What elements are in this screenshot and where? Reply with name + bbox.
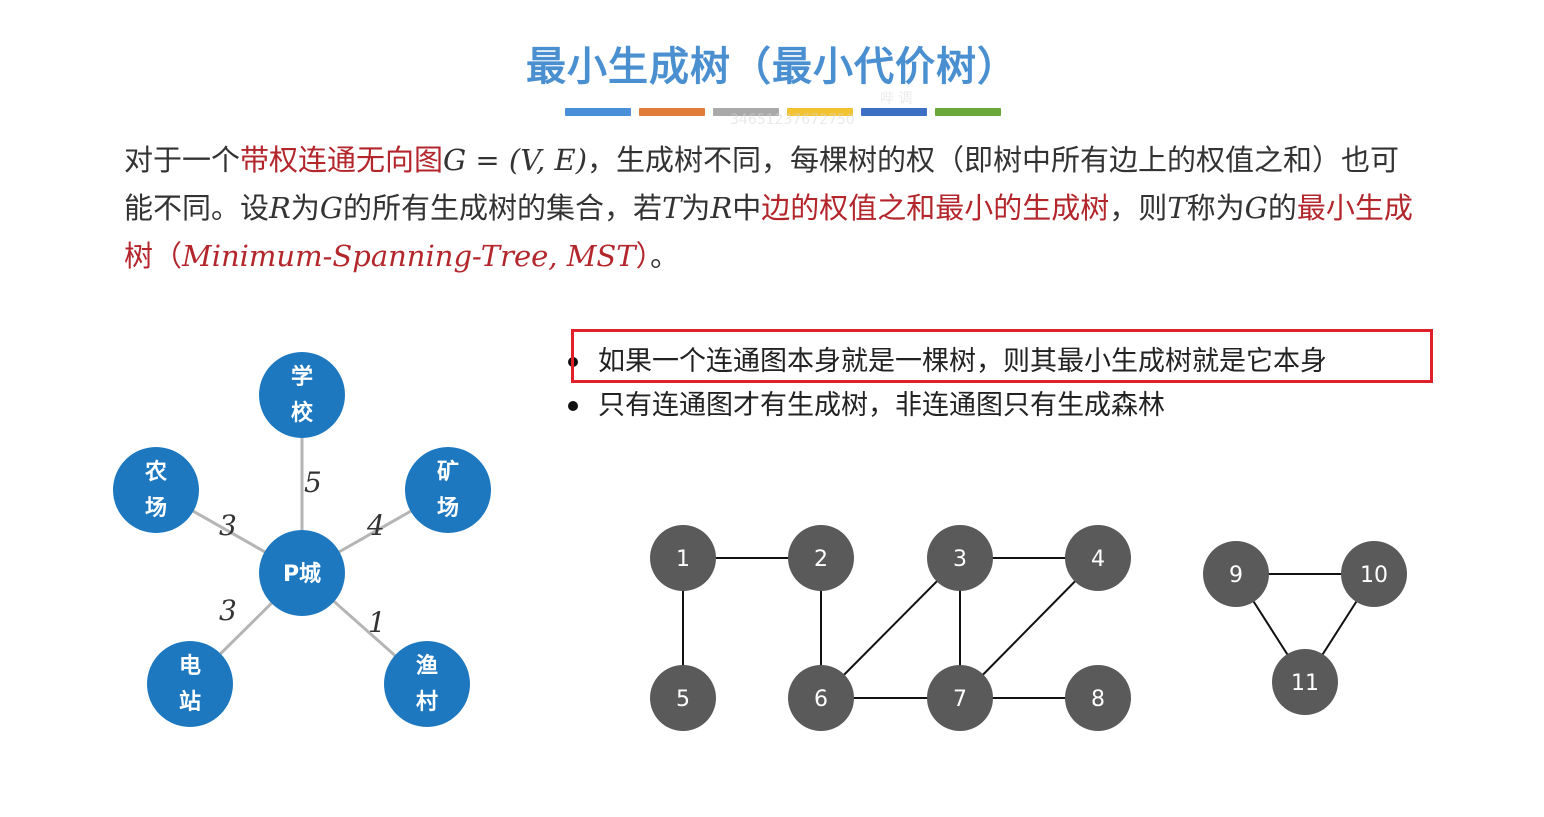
graph-node: 11	[1272, 649, 1338, 715]
graph-edges	[682, 557, 1375, 699]
color-bar	[639, 108, 705, 116]
graph-node: 1	[650, 525, 716, 591]
graph-node-label: 2	[814, 547, 828, 572]
graph-node: 2	[788, 525, 854, 591]
text-segment: 为	[290, 191, 320, 225]
text-segment: ，则	[1109, 191, 1168, 225]
star-node-label: 场	[437, 496, 459, 521]
text-segment: 为	[681, 191, 711, 225]
star-node-label: 矿	[437, 459, 459, 485]
text-segment: 对于一个	[124, 143, 241, 177]
star-node-label: 站	[179, 690, 201, 715]
graph-node: 7	[927, 665, 993, 731]
graph-node: 5	[650, 665, 716, 731]
star-node-center: P城	[259, 530, 345, 616]
text-segment: 中	[732, 191, 762, 225]
star-node-label: 村	[416, 690, 438, 715]
star-node-label: P城	[283, 561, 321, 587]
math-segment: R	[710, 191, 733, 225]
star-node-school: 学 校	[259, 352, 345, 438]
math-segment: G	[1244, 191, 1268, 225]
math-segment: G = (V, E)	[443, 143, 588, 177]
text-segment: ，生成树不同，每棵树的权（即树中所有边上的权值之和）也可能不同。设	[124, 143, 1400, 225]
graph-node-label: 11	[1291, 671, 1319, 696]
text-segment: 的所有生成树的集合，若	[343, 191, 663, 225]
star-node-fishing: 渔 村	[384, 641, 470, 727]
edge-weight-label: 3	[219, 594, 237, 627]
math-segment: T	[662, 191, 682, 225]
graph-node-label: 4	[1091, 547, 1105, 572]
watermark-line1: 哔 调	[880, 91, 913, 107]
graph-node-label: 9	[1229, 563, 1243, 588]
star-node-power: 电 站	[147, 641, 233, 727]
text-segment: 的	[1267, 191, 1297, 225]
math-segment: T	[1167, 191, 1187, 225]
edge-weight-label: 4	[366, 509, 385, 542]
definition-paragraph: 对于一个带权连通无向图G = (V, E)，生成树不同，每棵树的权（即树中所有边…	[124, 136, 1424, 280]
highlight-segment: ）	[635, 239, 651, 273]
graph-node: 4	[1065, 525, 1131, 591]
graph-node-label: 8	[1091, 687, 1105, 712]
bullet-list: 如果一个连通图本身就是一棵树，则其最小生成树就是它本身 只有连通图才有生成树，非…	[566, 340, 1327, 428]
graph-node: 8	[1065, 665, 1131, 731]
highlight-box	[571, 329, 1433, 383]
star-node-label: 电	[179, 654, 201, 679]
highlight-segment: 最小生成树（	[124, 191, 1413, 273]
star-node-mine: 矿 场	[405, 447, 491, 533]
graph-node-label: 6	[814, 687, 828, 712]
star-node-farm: 农 场	[113, 447, 199, 533]
edge-weight-label: 1	[368, 606, 386, 639]
star-node-label: 校	[291, 400, 314, 426]
star-node-label: 农	[144, 459, 167, 485]
star-node-label: 场	[145, 496, 167, 521]
edge-weight-label: 5	[304, 466, 322, 499]
bullet-text: 只有连通图才有生成树，非连通图只有生成森林	[598, 390, 1165, 421]
graph-node-label: 7	[953, 687, 967, 712]
title-color-bars	[565, 108, 1001, 116]
color-bar	[713, 108, 779, 116]
text-segment: 称为	[1186, 191, 1245, 225]
color-bar	[861, 108, 927, 116]
graph-node-label: 3	[953, 547, 967, 572]
highlight-segment: 边的权值之和最小的生成树	[761, 191, 1110, 225]
star-node-label: 渔	[416, 653, 438, 679]
graph-node: 9	[1203, 541, 1269, 607]
graph-node: 3	[927, 525, 993, 591]
bullet-item: 只有连通图才有生成树，非连通图只有生成森林	[566, 384, 1327, 428]
math-segment: G	[319, 191, 344, 225]
highlight-math-segment: Minimum-Spanning-Tree, MST	[182, 239, 636, 273]
page-title: 最小生成树（最小代价树）	[526, 44, 1018, 90]
bullet-dot-icon	[568, 401, 578, 411]
math-segment: R	[269, 191, 291, 225]
color-bar	[787, 108, 853, 116]
color-bar	[565, 108, 631, 116]
text-segment: 。	[650, 239, 680, 273]
graph-node-label: 1	[676, 547, 690, 572]
color-bar	[935, 108, 1001, 116]
highlight-segment: 带权连通无向图	[240, 143, 444, 177]
edge-weight-label: 3	[219, 509, 237, 542]
graph-node-label: 5	[676, 687, 690, 712]
star-node-label: 学	[291, 364, 313, 390]
graph-node-label: 10	[1360, 563, 1388, 588]
bullet-text: 如果一个连通图本身就是一棵树，则其最小生成树就是它本身	[598, 346, 1327, 377]
bullet-item: 如果一个连通图本身就是一棵树，则其最小生成树就是它本身	[566, 340, 1327, 384]
graph-node: 10	[1341, 541, 1407, 607]
graph-node: 6	[788, 665, 854, 731]
watermark-line2: 34651237672750	[730, 112, 855, 128]
